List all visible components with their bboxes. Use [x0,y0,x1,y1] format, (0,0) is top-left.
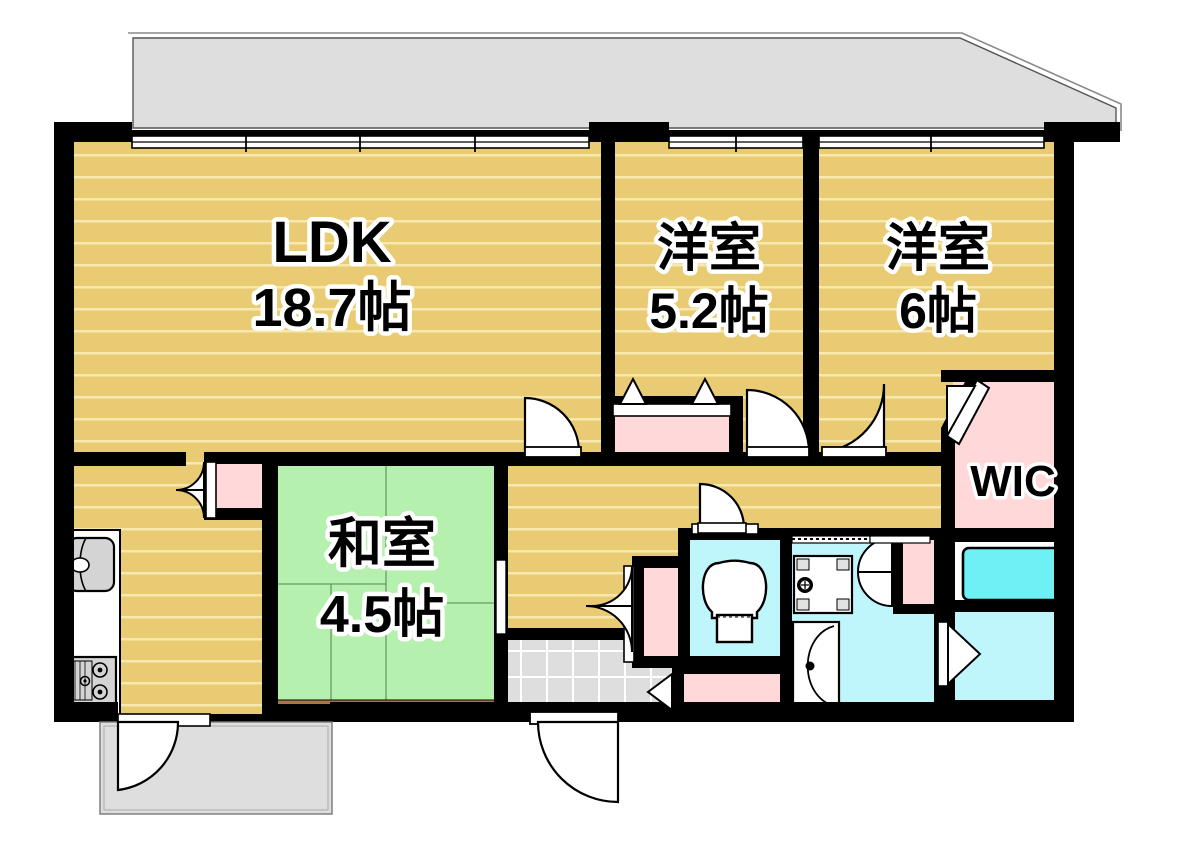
balcony-upper [128,32,1122,131]
label-yoshitsu-b-size: 6帖 [899,283,977,339]
bathtub [951,537,1072,611]
kitchen-sink [66,536,116,593]
door-bath[interactable] [937,621,982,687]
label-yoshitsu-b-name: 洋室 [886,220,990,278]
label-ldk-size: 18.7帖 [252,278,411,338]
toilet [701,559,768,644]
label-yoshitsu-a-size: 5.2帖 [649,283,769,339]
door-room2[interactable] [821,383,887,458]
label-washitsu-name: 和室 [328,514,436,574]
label-wic: WIC [970,457,1056,506]
door-wic[interactable] [945,378,991,446]
balcony-lower [99,713,333,815]
door-washroom[interactable] [697,482,747,534]
door-entrance[interactable] [529,711,620,804]
door-linen-closet[interactable] [856,536,893,608]
label-washitsu-size: 4.5帖 [320,586,444,644]
washroom-rail [791,535,931,544]
door-room1[interactable] [745,388,811,458]
washing-machine-pan [792,554,854,615]
wic-area [953,380,1071,532]
door-closet-room1[interactable] [612,376,732,417]
gas-stove [64,655,118,706]
window-room2 [818,132,1045,152]
door-ldk-hall[interactable] [523,396,582,458]
door-washitsu[interactable] [495,559,507,635]
window-room1 [668,132,804,152]
door-kitchen-closet[interactable] [175,461,217,519]
vanity-basin [791,620,841,712]
label-yoshitsu-a-name: 洋室 [657,220,761,278]
window-ldk [131,132,590,152]
shoe-closet [640,565,684,662]
door-shoe-closet[interactable] [585,565,635,663]
label-ldk-name: LDK [272,210,391,275]
door-hall-lower-closet[interactable] [646,672,673,712]
